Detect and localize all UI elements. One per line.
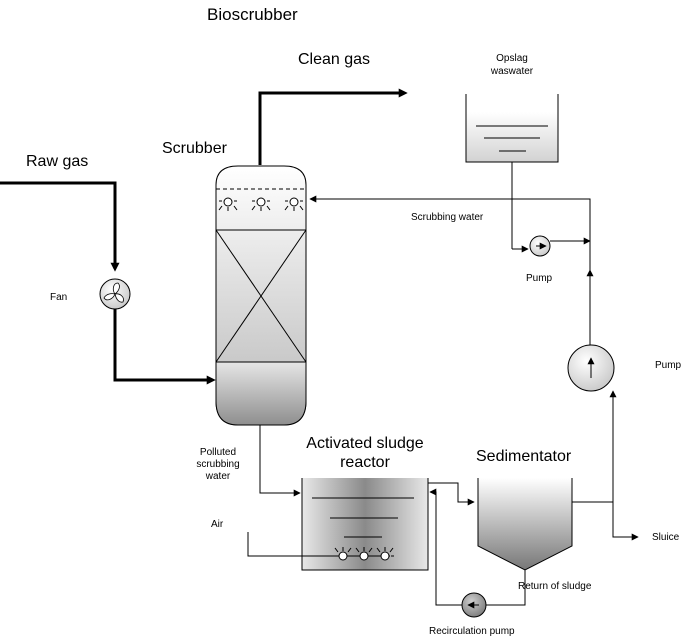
- reactor-to-sedimentator-line: [428, 482, 475, 506]
- reactor-label-line2: reactor: [340, 454, 390, 471]
- scrubber-sump: [215, 361, 307, 426]
- polluted-water-line: [259, 425, 301, 497]
- sedimentator: [477, 478, 573, 571]
- opslag-label-line2: waswater: [490, 66, 534, 77]
- recirculation-return-line: [429, 488, 462, 606]
- raw-gas-line: [0, 181, 120, 272]
- sluice-line: [612, 502, 639, 541]
- sedimentator-label: Sedimentator: [476, 448, 572, 465]
- return-sludge-line: [486, 570, 526, 606]
- raw-gas-label: Raw gas: [26, 153, 88, 170]
- pump-top-icon: [529, 235, 551, 257]
- reactor-label-line1: Activated sludge: [306, 435, 424, 452]
- air-label: Air: [211, 519, 224, 530]
- scrubbing-water-label: Scrubbing water: [411, 212, 484, 223]
- scrubber-column: [215, 165, 307, 426]
- fan-to-scrubber-line: [113, 309, 216, 385]
- air-diffusers: [334, 547, 394, 561]
- diagram-title: Bioscrubber: [207, 5, 298, 24]
- packed-bed: [215, 229, 307, 363]
- clean-gas-line: [258, 88, 408, 165]
- pump-right-icon: [567, 344, 615, 392]
- scrubber-label: Scrubber: [162, 140, 228, 157]
- polluted-water-label-line2: scrubbing: [196, 459, 239, 470]
- pump-right-label: Pump: [655, 360, 682, 371]
- sluice-label: Sluice: [652, 532, 680, 543]
- recirculation-pump-label: Recirculation pump: [429, 626, 515, 637]
- storage-tank: [465, 94, 559, 163]
- air-line: [247, 532, 338, 557]
- polluted-water-label-line3: water: [205, 471, 231, 482]
- polluted-water-label-line1: Polluted: [200, 447, 236, 458]
- spray-nozzles: [218, 197, 304, 211]
- pump-top-label: Pump: [526, 273, 553, 284]
- recirculation-pump-icon: [461, 592, 487, 618]
- opslag-label-line1: Opslag: [496, 53, 528, 64]
- fan-label: Fan: [50, 292, 67, 303]
- sedimentator-to-pump-line: [572, 390, 617, 503]
- clean-gas-label: Clean gas: [298, 51, 370, 68]
- return-of-sludge-label: Return of sludge: [518, 581, 592, 592]
- fan-icon: [99, 278, 131, 310]
